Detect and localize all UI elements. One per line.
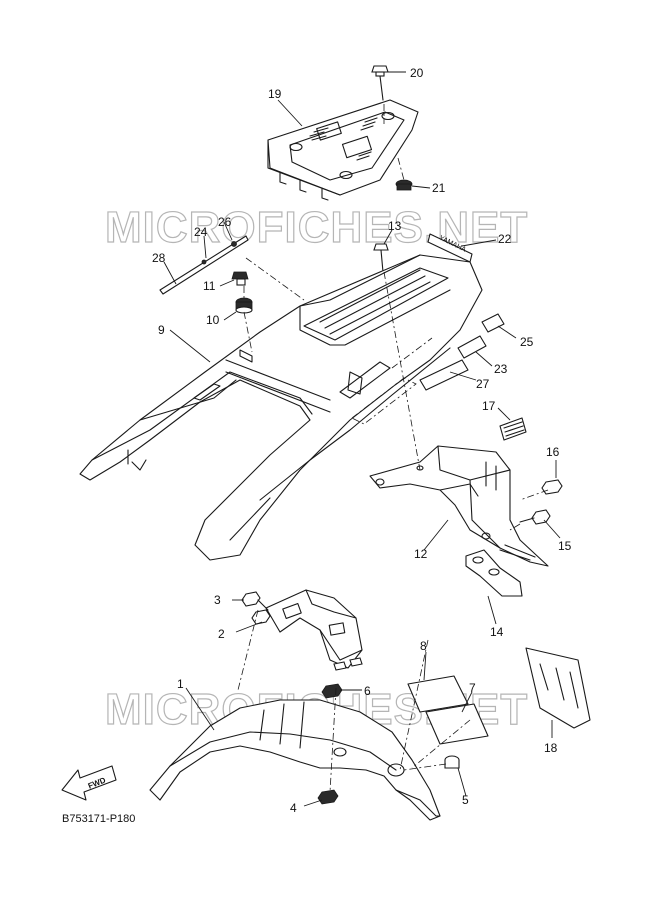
part-27-strip: [419, 359, 469, 391]
callout-1: 1: [177, 677, 184, 691]
callout-25: 25: [520, 335, 534, 349]
callout-21: 21: [432, 181, 446, 195]
callout-6: 6: [364, 684, 371, 698]
part-21-grommet: [395, 179, 413, 191]
part-3-bolt: [241, 591, 271, 625]
callout-2: 2: [218, 627, 225, 641]
watermark-top: MICROFICHES.NET: [105, 203, 528, 252]
callout-8: 8: [420, 639, 427, 653]
part-16-nut: [541, 479, 563, 495]
part-10-collar: [235, 297, 253, 314]
part-25-strip: [481, 313, 505, 333]
callout-labels: 1 2 3 4 5 6 7 8 9 10 11 12 13 14 15 16 1…: [152, 66, 572, 815]
callout-17: 17: [482, 399, 496, 413]
part-14-bracket: [465, 549, 523, 597]
callout-16: 16: [546, 445, 560, 459]
part-20-bolt: [371, 65, 389, 101]
part-17-reflector: [499, 417, 527, 441]
callout-23: 23: [494, 362, 508, 376]
diagram-code: B753171-P180: [62, 813, 135, 825]
part-8-plate: [407, 675, 469, 713]
part-2-bracket: [265, 589, 363, 669]
callout-10: 10: [206, 313, 220, 327]
callout-28: 28: [152, 251, 166, 265]
part-23-strip: [457, 335, 487, 359]
part-28-strap: [159, 235, 249, 295]
callout-3: 3: [214, 593, 221, 607]
callout-11: 11: [203, 279, 216, 293]
part-19-carrier: [267, 99, 419, 201]
part-4-nut: [317, 789, 339, 805]
callout-15: 15: [558, 539, 572, 553]
part-13-bolt: [373, 243, 389, 273]
part-9-rear-fender: [79, 254, 483, 561]
callout-20: 20: [410, 66, 424, 80]
callout-24: 24: [194, 225, 208, 239]
part-11-bolt: [231, 271, 249, 286]
leader-lines: [163, 71, 561, 807]
part-7-plate: [425, 703, 489, 745]
callout-7: 7: [469, 681, 476, 695]
callout-14: 14: [490, 625, 504, 639]
callout-19: 19: [268, 87, 282, 101]
part-18-guard: [525, 647, 591, 729]
callout-18: 18: [544, 741, 558, 755]
callout-12: 12: [414, 547, 428, 561]
part-1-front-fender: [149, 699, 441, 821]
callout-9: 9: [158, 323, 165, 337]
part-5-collar: [403, 755, 460, 771]
callout-22: 22: [498, 232, 512, 246]
callout-4: 4: [290, 801, 297, 815]
part-12-rear-flap: [369, 445, 549, 567]
callout-26: 26: [218, 215, 232, 229]
assembly-lines: [237, 104, 549, 793]
callout-5: 5: [462, 793, 469, 807]
callout-27: 27: [476, 377, 490, 391]
fwd-arrow-icon: FWD: [61, 765, 117, 801]
callout-13: 13: [388, 219, 402, 233]
part-6-bolt: [321, 657, 363, 699]
